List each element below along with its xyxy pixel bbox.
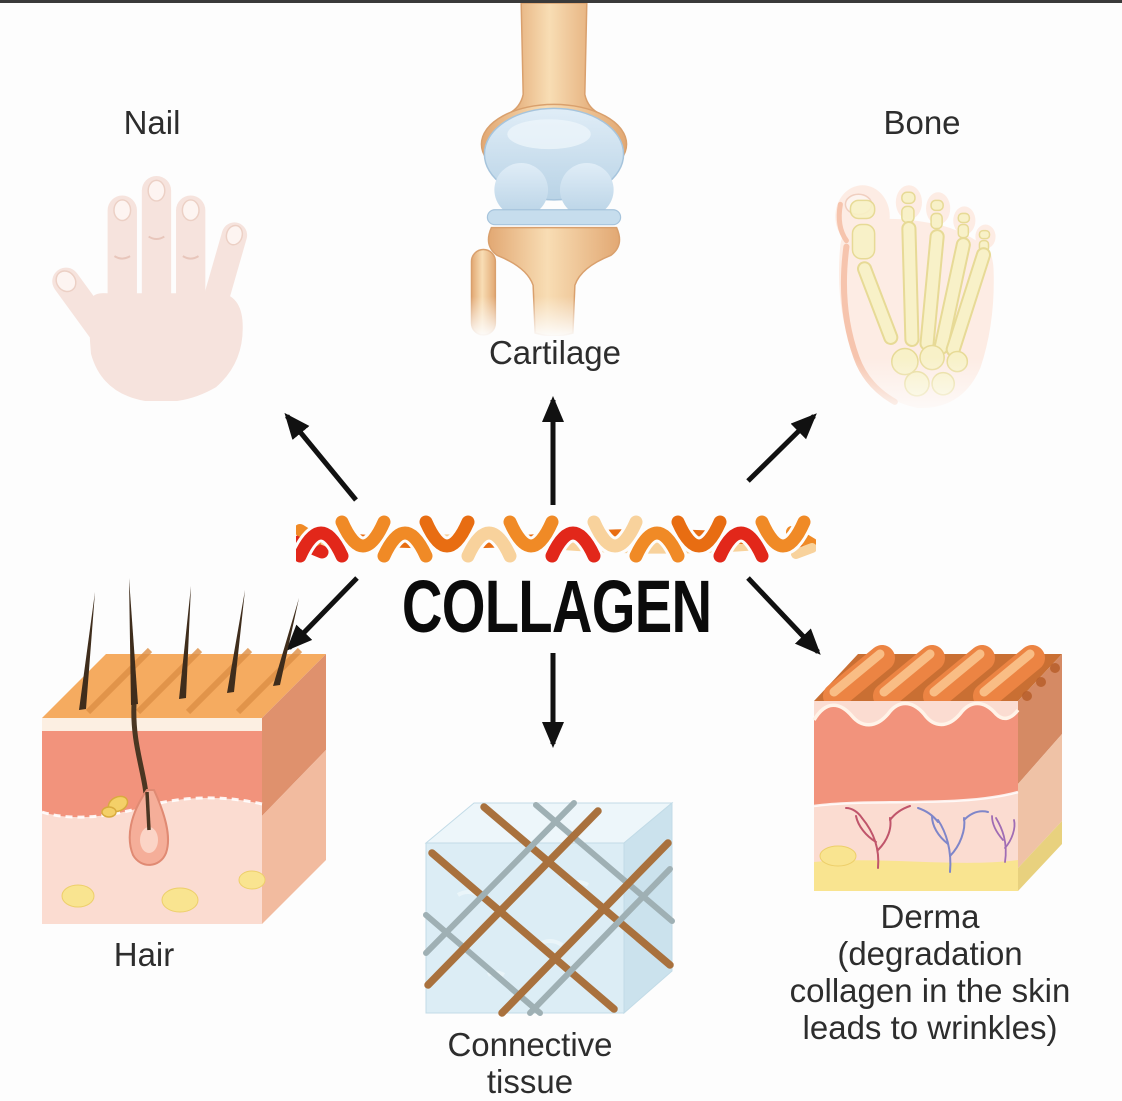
- collagen-title: COLLAGEN: [401, 565, 712, 648]
- cartilage-label: Cartilage: [488, 334, 622, 371]
- hair-skin-illustration: [41, 578, 326, 924]
- skin-surface-grooves: [85, 647, 303, 715]
- arrow-up-right-icon: [746, 413, 817, 483]
- connective-tissue-illustration: [423, 800, 675, 1017]
- derma-block: [812, 645, 1062, 891]
- toe-bones: [849, 191, 991, 260]
- skin-block: [41, 647, 326, 924]
- nail-label: Nail: [123, 104, 181, 141]
- connective-tissue-label-line: Connective: [447, 1026, 613, 1063]
- braid-strands: [296, 512, 816, 566]
- connective-tissue-label: Connective tissue: [430, 1026, 630, 1100]
- wrinkle-ends: [1022, 663, 1060, 701]
- cartilage-tissue: [483, 107, 625, 226]
- connective-tissue-label-line: tissue: [486, 1063, 574, 1100]
- derma-label-line: (degradation: [837, 935, 1023, 972]
- metatarsal-bones: [857, 220, 992, 358]
- sebaceous-gland: [101, 795, 129, 818]
- hair-strands: [79, 578, 299, 710]
- collagen-fiber-illustration: [296, 512, 816, 566]
- finger-creases: [113, 235, 200, 260]
- blood-vessels: [845, 805, 1016, 873]
- fingernails: [55, 179, 244, 293]
- bone-label: Bone: [883, 104, 961, 141]
- derma-skin-illustration: [812, 645, 1062, 891]
- knee-cartilage-illustration: [449, 3, 659, 336]
- hair-label: Hair: [113, 936, 175, 973]
- fade-out: [449, 296, 659, 336]
- derma-label-line: collagen in the skin: [789, 972, 1071, 1009]
- fat-layer: [814, 860, 1018, 891]
- top-border: [0, 0, 1122, 3]
- arrow-up-left-icon: [284, 412, 358, 502]
- dermis-boundary: [813, 790, 1019, 808]
- derma-label: Derma (degradation collagen in the skin …: [785, 898, 1075, 1046]
- collagen-fibers: [423, 800, 675, 1017]
- foot-bone-illustration: [816, 185, 1028, 418]
- derma-label-line: Derma: [880, 898, 980, 935]
- fade-out: [816, 357, 1028, 418]
- hair-follicle: [101, 703, 170, 866]
- wrinkle-ridges: [823, 645, 1045, 709]
- fat-cells: [61, 870, 266, 913]
- wrinkled-surface-edge: [812, 701, 1020, 727]
- hand-nail-illustration: [52, 176, 248, 401]
- hand-shape: [52, 176, 248, 401]
- meniscus: [486, 209, 622, 226]
- derma-label-line: leads to wrinkles): [802, 1009, 1058, 1046]
